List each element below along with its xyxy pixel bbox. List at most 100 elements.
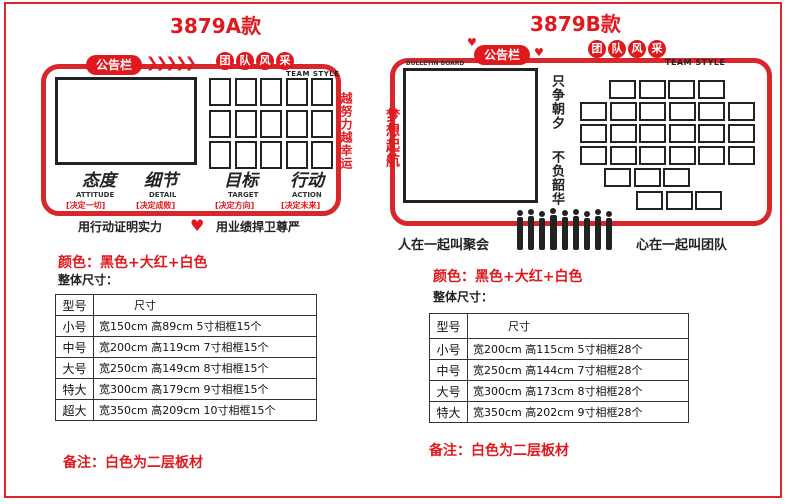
photo-frame [580, 146, 607, 165]
photo-frame [209, 109, 231, 138]
product-b-board-tag: 公告栏 [474, 45, 530, 65]
photo-frame [698, 146, 725, 165]
heart-icon: ♥ [190, 216, 205, 235]
table-header-row: 型号 尺寸 [55, 294, 317, 316]
bulletin-board-b [403, 68, 538, 203]
value-2-cn: 细节 [144, 171, 178, 191]
value-4-en: ACTION [292, 191, 322, 199]
photo-frame [668, 80, 695, 99]
table-cell-model: 特大 [55, 378, 94, 400]
photo-frame [609, 146, 637, 165]
table-header-size: 尺寸 [467, 313, 689, 339]
product-b-slogan-left: 人在一起叫聚会 [398, 238, 490, 253]
value-3-sub: [决定方向] [215, 201, 255, 210]
table-row: 特大 宽300cm 高179cm 9寸相框15个 [55, 378, 317, 400]
product-a-board-tag: 公告栏 [86, 55, 142, 75]
outer-border [4, 2, 782, 498]
product-b-spec-table: 型号 尺寸 小号 宽200cm 高115cm 5寸相框28个 中号 宽250cm… [429, 313, 689, 423]
value-4-cn: 行动 [290, 171, 324, 191]
team-char-4: 采 [276, 52, 294, 70]
product-a-slogan-left: 用行动证明实力 [78, 220, 163, 234]
table-row: 超大 宽350cm 高209cm 10寸相框15个 [55, 399, 317, 421]
photo-frame [260, 141, 282, 169]
photo-frame [209, 141, 231, 169]
table-cell-size: 宽300cm 高173cm 8寸相框28个 [467, 380, 689, 402]
photo-frame [698, 102, 725, 121]
table-cell-model: 小号 [429, 338, 468, 360]
photo-frame [609, 124, 637, 143]
team-char-2: 队 [236, 52, 254, 70]
product-b-color-label: 颜色：黑色+大红+白色 [433, 269, 583, 285]
table-row: 特大 宽350cm 高202cm 9寸相框28个 [429, 401, 689, 423]
photo-frame [727, 124, 755, 143]
table-cell-model: 中号 [429, 359, 468, 381]
table-cell-model: 中号 [55, 336, 94, 358]
product-a-size-label: 整体尺寸： [58, 273, 119, 287]
value-2-sub: [决定成败] [136, 201, 176, 210]
value-1-sub: [决定一切] [66, 201, 106, 210]
product-b-vertical-2: 不负韶华 [549, 150, 564, 206]
table-row: 大号 宽250cm 高149cm 8寸相框15个 [55, 357, 317, 379]
product-a-color-label: 颜色：黑色+大红+白色 [58, 255, 208, 271]
table-row: 中号 宽200cm 高119cm 7寸相框15个 [55, 336, 317, 358]
photo-frame [234, 109, 257, 138]
photo-frame [697, 80, 725, 99]
product-b-title: 3879B款 [530, 12, 621, 36]
product-b-frame [390, 58, 772, 226]
table-row: 中号 宽250cm 高144cm 7寸相框28个 [429, 359, 689, 381]
table-row: 大号 宽300cm 高173cm 8寸相框28个 [429, 380, 689, 402]
team-char-1: 团 [588, 40, 606, 58]
product-b-bulletin-en: BULLETIN BOARD [406, 60, 465, 67]
product-b-team-style: TEAM STYLE [665, 58, 726, 67]
product-b-dream: 梦想起航 [384, 108, 400, 168]
product-a-frame [41, 64, 341, 216]
photo-frame [695, 191, 722, 210]
table-cell-size: 宽200cm 高119cm 7寸相框15个 [93, 336, 317, 358]
table-cell-model: 小号 [55, 315, 94, 337]
table-header-model: 型号 [429, 313, 468, 339]
team-char-4: 采 [648, 40, 666, 58]
photo-frame [665, 191, 693, 210]
photo-frame [609, 102, 637, 121]
table-header-row: 型号 尺寸 [429, 313, 689, 339]
photo-frame [638, 80, 666, 99]
photo-frame [639, 124, 666, 143]
value-3-cn: 目标 [224, 171, 258, 191]
photo-frame [604, 168, 631, 187]
table-cell-model: 大号 [55, 357, 94, 379]
value-1-en: ATTITUDE [76, 191, 115, 199]
product-b-slogan-right: 心在一起叫团队 [636, 238, 728, 253]
product-b-vertical-1: 只争朝夕 [549, 74, 564, 130]
table-header-size: 尺寸 [93, 294, 317, 316]
photo-frame [311, 78, 333, 106]
heart-icon: ♥ [467, 36, 477, 49]
team-char-3: 风 [628, 40, 646, 58]
value-3-en: TARGET [228, 191, 259, 199]
product-a-note: 备注：白色为二层板材 [63, 455, 203, 471]
photo-frame [234, 78, 257, 106]
photo-frame [311, 141, 333, 169]
table-cell-model: 特大 [429, 401, 468, 423]
photo-frame [580, 124, 607, 143]
table-header-model: 型号 [55, 294, 94, 316]
table-row: 小号 宽200cm 高115cm 5寸相框28个 [429, 338, 689, 360]
product-a-slogan-right: 用业绩捍卫尊严 [216, 220, 301, 234]
photo-frame [285, 141, 308, 169]
photo-frame [260, 109, 282, 138]
table-cell-size: 宽200cm 高115cm 5寸相框28个 [467, 338, 689, 360]
table-cell-size: 宽350cm 高202cm 9寸相框28个 [467, 401, 689, 423]
product-a-team-style: TEAM STYLE [286, 70, 340, 78]
arrows-decoration: ❯❯❯❯❯ [146, 55, 197, 71]
value-1-cn: 态度 [82, 171, 116, 191]
heart-icon: ♥ [534, 46, 544, 59]
photo-frame [639, 102, 666, 121]
photo-frame [636, 191, 663, 210]
product-b-note: 备注：白色为二层板材 [429, 443, 569, 459]
photo-frame [663, 168, 690, 187]
product-a-spec-table: 型号 尺寸 小号 宽150cm 高89cm 5寸相框15个 中号 宽200cm … [55, 294, 317, 421]
table-cell-model: 超大 [55, 399, 94, 421]
photo-frame [285, 78, 308, 106]
photo-frame [209, 78, 231, 106]
team-char-3: 风 [256, 52, 274, 70]
table-row: 小号 宽150cm 高89cm 5寸相框15个 [55, 315, 317, 337]
